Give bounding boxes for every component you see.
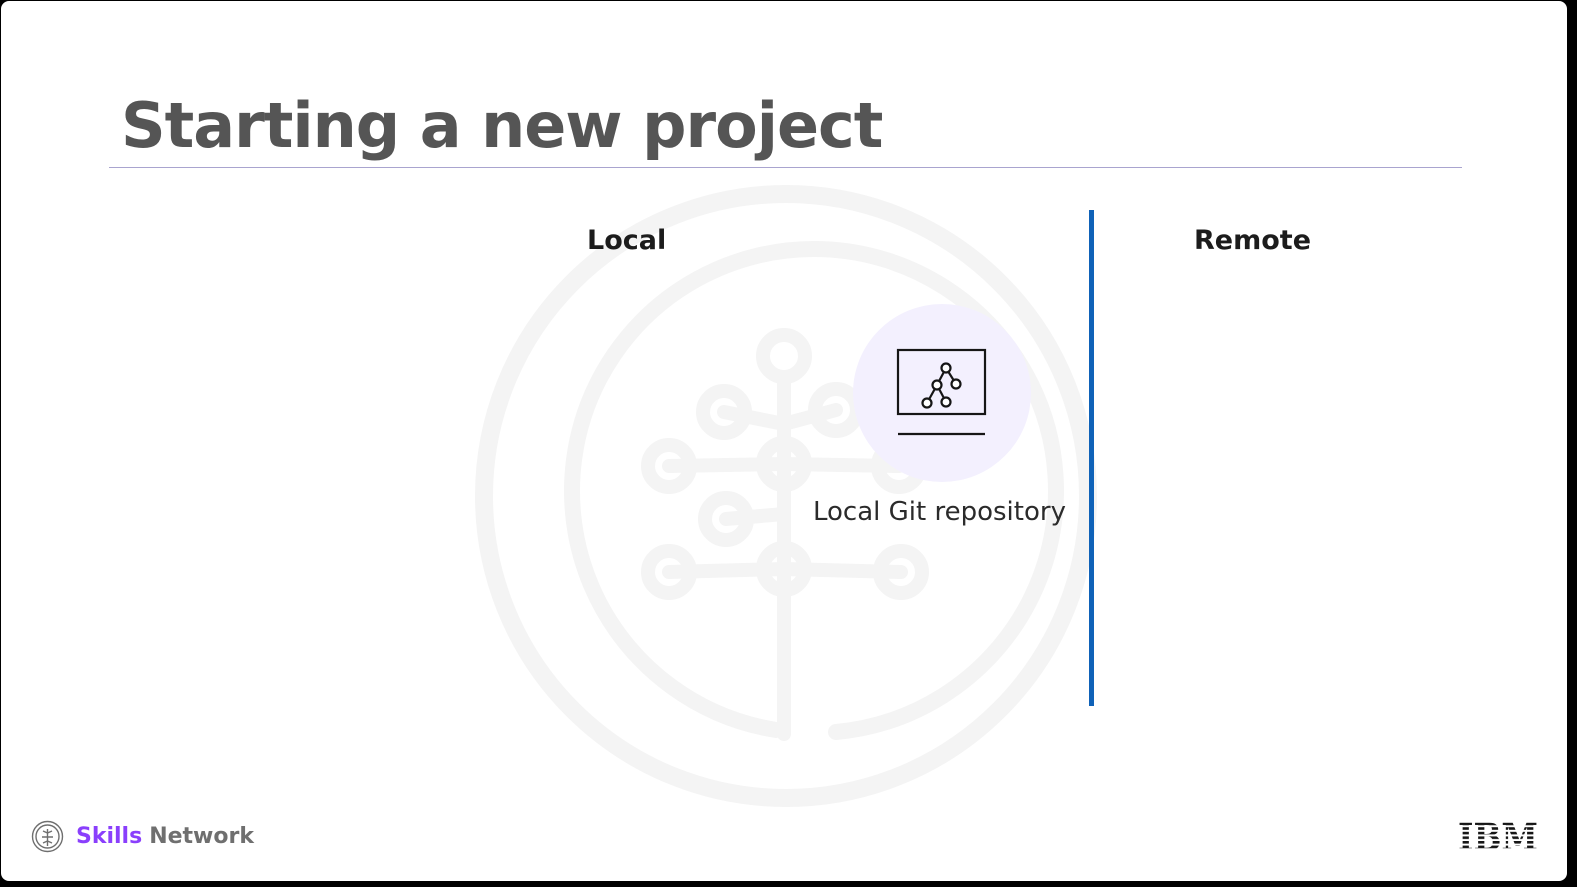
local-remote-divider [1089,210,1094,706]
remote-column-heading: Remote [1194,225,1312,256]
skills-network-brand: Skills Network [31,819,254,853]
skills-network-tree-watermark-icon [475,185,1097,807]
local-column-heading: Local [587,225,667,256]
ibm-logo: IBM [1458,818,1538,854]
slide-title: Starting a new project [121,89,883,162]
svg-text:IBM: IBM [1458,818,1538,854]
repository-label: Local Git repository [813,497,1066,527]
brand-network-text: Network [149,823,254,849]
brand-skills-text: Skills [76,823,143,849]
title-underline [109,167,1462,168]
skills-network-logo-icon [31,820,64,852]
git-repository-monitor-icon [896,348,987,436]
